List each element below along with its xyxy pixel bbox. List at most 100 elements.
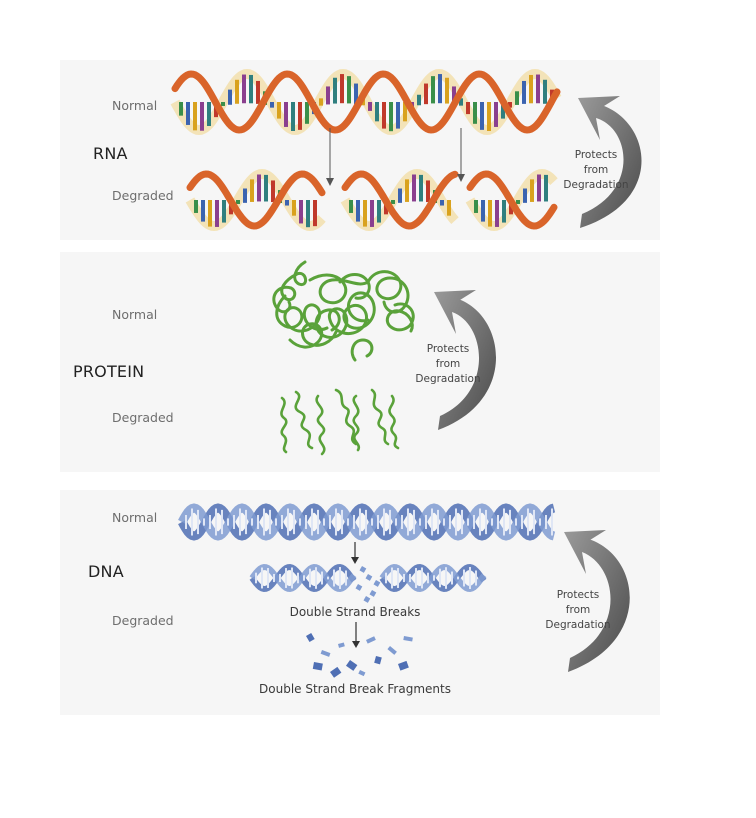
- dna-broken-helix: [249, 563, 487, 603]
- rna-degraded-helix: [185, 168, 558, 232]
- rna-base: [284, 102, 288, 127]
- rna-cut-arrowhead-1: [326, 178, 334, 186]
- rna-base: [403, 102, 407, 122]
- rna-base: [412, 174, 416, 202]
- rna-base: [431, 76, 435, 104]
- rna-base: [536, 74, 540, 104]
- rna-base: [356, 200, 360, 222]
- rna-curved-arrow: [578, 96, 642, 228]
- dna-normal-helix: [178, 503, 556, 541]
- rna-base: [494, 102, 498, 127]
- rna-base: [236, 200, 240, 204]
- rna-base: [438, 74, 442, 104]
- rna-base: [271, 180, 275, 203]
- rna-base: [363, 200, 367, 227]
- protein-heading: PROTEIN: [73, 362, 145, 381]
- rna-normal-label: Normal: [112, 98, 158, 113]
- rna-base: [382, 102, 386, 129]
- rna-base: [306, 200, 310, 228]
- rna-base: [440, 200, 444, 206]
- rna-base: [228, 89, 232, 105]
- protein-protects-line-1: Protects: [426, 343, 470, 355]
- rna-base: [405, 179, 409, 202]
- rna-base: [285, 200, 289, 206]
- rna-base: [349, 200, 353, 213]
- dna-fragment: [374, 656, 382, 665]
- dna-fragments: [306, 633, 413, 678]
- dna-normal-label: Normal: [112, 510, 158, 525]
- rna-base: [193, 102, 197, 131]
- rna-base: [257, 174, 261, 202]
- rna-base: [333, 77, 337, 104]
- rna-base: [543, 79, 547, 104]
- rna-base: [452, 86, 456, 105]
- rna-base: [375, 102, 379, 122]
- dna-fragment: [358, 670, 366, 677]
- rna-base: [370, 200, 374, 227]
- rna-heading: RNA: [93, 144, 128, 163]
- rna-base: [466, 102, 470, 115]
- rna-base: [299, 200, 303, 224]
- rna-base: [221, 102, 225, 106]
- rna-protects-note: Protects from Degradation: [556, 148, 636, 193]
- dna-protects-line-2: from: [565, 604, 591, 616]
- protein-protects-line-3: Degradation: [415, 373, 481, 385]
- dna-arrowhead-2: [352, 641, 360, 648]
- rna-base: [340, 74, 344, 104]
- dna-protects-line-3: Degradation: [545, 619, 611, 631]
- rna-base: [530, 179, 534, 202]
- rna-base: [277, 102, 281, 119]
- dna-fragment: [365, 636, 376, 644]
- rna-base: [222, 200, 226, 223]
- rna-base: [424, 83, 428, 105]
- rna-base: [480, 102, 484, 130]
- rna-base: [495, 200, 499, 227]
- rna-strand: [466, 170, 558, 230]
- dna-arrowhead-1: [351, 557, 359, 564]
- rna-base: [523, 188, 527, 203]
- dna-fragment: [312, 662, 323, 671]
- rna-base: [417, 94, 421, 106]
- dna-fragment: [387, 645, 397, 655]
- rna-base: [481, 200, 485, 222]
- protein-panel: [60, 252, 660, 472]
- rna-backbone: [170, 68, 562, 136]
- rna-strand: [171, 70, 561, 134]
- rna-base: [488, 200, 492, 227]
- protein-degraded-strands: [280, 388, 400, 456]
- dna-fragment: [306, 633, 315, 643]
- protein-degraded-label: Degraded: [112, 410, 174, 425]
- rna-base: [501, 102, 505, 119]
- dna-fragment: [345, 659, 358, 671]
- rna-base: [215, 200, 219, 227]
- rna-base: [326, 86, 330, 105]
- rna-base: [313, 200, 317, 227]
- rna-base: [487, 102, 491, 131]
- dna-fragment: [320, 650, 331, 657]
- rna-base: [396, 102, 400, 129]
- rna-base: [243, 188, 247, 203]
- rna-base: [522, 80, 526, 104]
- rna-base: [347, 76, 351, 104]
- rna-base: [200, 102, 204, 131]
- rna-protects-line-2: from: [583, 164, 609, 176]
- rna-strand: [341, 170, 459, 230]
- rna-base: [473, 102, 477, 124]
- rna-base: [270, 102, 274, 108]
- dna-fragments-caption: Double Strand Break Fragments: [259, 682, 451, 696]
- rna-base: [368, 102, 372, 111]
- rna-base: [391, 200, 395, 204]
- rna-base: [537, 174, 541, 202]
- dna-degraded-label: Degraded: [112, 613, 174, 628]
- rna-base: [194, 200, 198, 213]
- dna-break-debris: [359, 566, 367, 573]
- rna-base: [298, 102, 302, 130]
- dna-heading: DNA: [88, 562, 124, 581]
- protein-protects-line-2: from: [435, 358, 461, 370]
- protein-protects-note: Protects from Degradation: [408, 342, 488, 387]
- rna-base: [529, 74, 533, 104]
- rna-base: [208, 200, 212, 227]
- dna-fragment: [329, 666, 342, 678]
- dna-break-debris: [373, 580, 381, 587]
- rna-base: [319, 98, 323, 106]
